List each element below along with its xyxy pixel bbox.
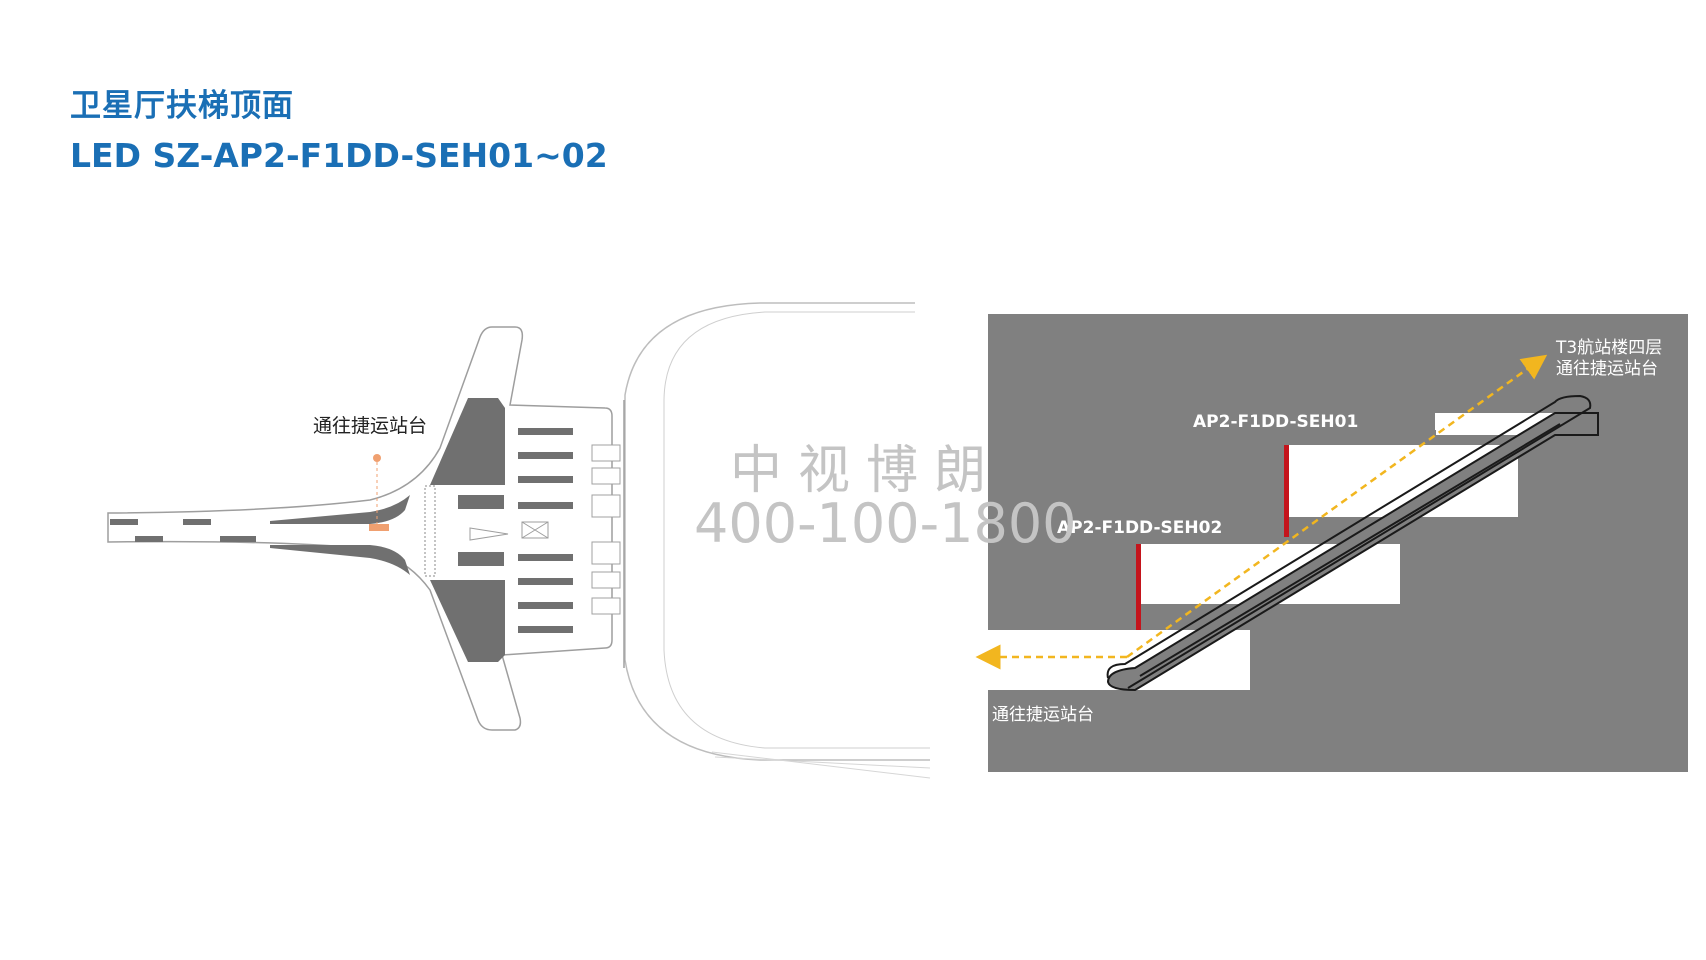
- led-screen-seh01: [1284, 445, 1289, 537]
- section-panel: [988, 314, 1688, 772]
- floor-plan: [107, 302, 931, 779]
- location-marker: [373, 454, 381, 462]
- led-screen-seh02: [1136, 544, 1141, 630]
- gate-bars: [518, 428, 573, 633]
- lower-arm: [270, 545, 410, 575]
- gate-stubs: [591, 444, 621, 615]
- escalator-section: [975, 314, 1688, 772]
- section-label-bottom: 通往捷运站台: [992, 705, 1094, 725]
- route-path-up: [1126, 354, 1548, 659]
- lower-wing: [430, 580, 505, 662]
- section-label-top-line2: 通往捷运站台: [1556, 359, 1658, 379]
- section-label-top-line1: T3航站楼四层: [1556, 338, 1663, 358]
- center-symbol: [469, 527, 509, 541]
- satellite-hall-body: [107, 326, 613, 731]
- terminal-outline-inner: [663, 311, 930, 749]
- central-grid: [424, 485, 436, 577]
- upper-wing: [430, 398, 505, 485]
- watermark-phone: 400-100-1800: [694, 492, 1077, 555]
- terminal-outline-inner2: [714, 756, 931, 769]
- upper-arm: [270, 495, 410, 524]
- page-subtitle: LED SZ-AP2-F1DD-SEH01~02: [70, 136, 608, 175]
- escalator-handrail: [1106, 394, 1592, 689]
- terminal-outline: [624, 302, 930, 761]
- page-title: 卫星厅扶梯顶面: [70, 88, 294, 124]
- watermark-name: 中视博朗: [730, 441, 1003, 501]
- plan-label: 通往捷运站台: [313, 415, 428, 437]
- screen-label-seh02: AP2-F1DD-SEH02: [1057, 518, 1223, 538]
- terminal-outline-inner3: [711, 751, 931, 779]
- screen-label-seh01: AP2-F1DD-SEH01: [1193, 412, 1359, 432]
